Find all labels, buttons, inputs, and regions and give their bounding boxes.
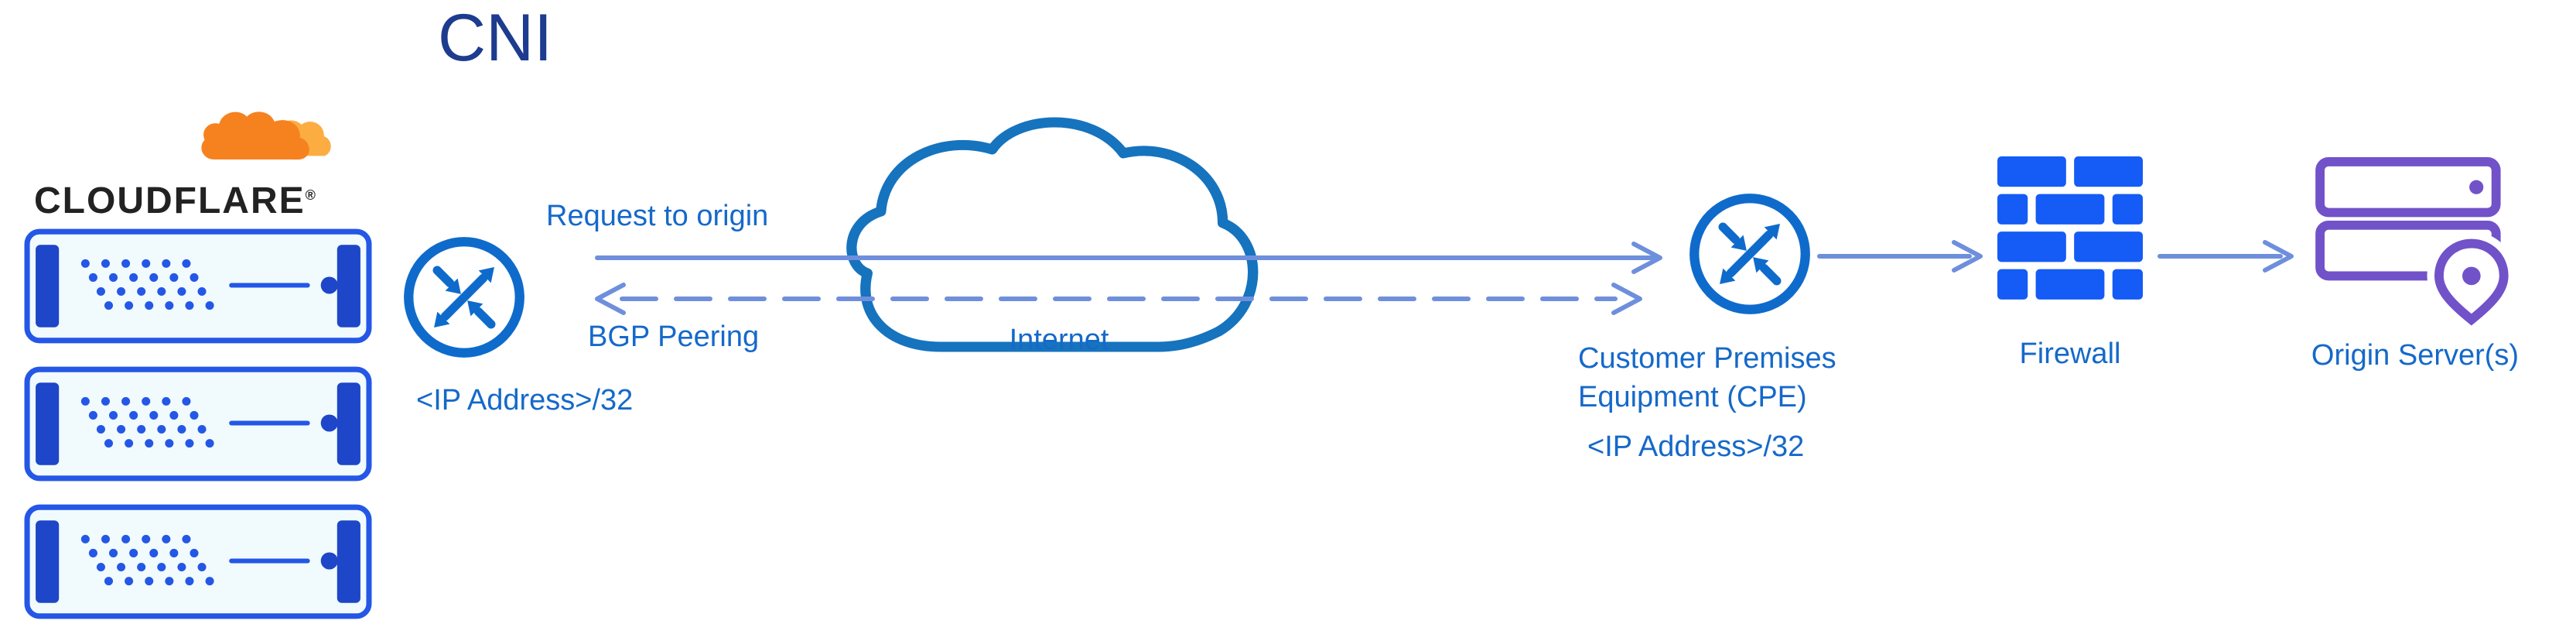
server-icon — [23, 228, 373, 345]
firewall-to-origin-arrow — [2157, 240, 2294, 273]
internet-label: Internet — [1009, 324, 1109, 356]
bgp-peering-label: BGP Peering — [588, 321, 760, 353]
cpe-label-line2: Equipment (CPE) — [1578, 381, 1807, 413]
cloudflare-wordmark: CLOUDFLARE® — [34, 180, 317, 222]
cloudflare-wordmark-text: CLOUDFLARE — [34, 180, 306, 221]
router-icon — [401, 234, 528, 361]
cpe-ip-label: <IP Address>/32 — [1587, 430, 1805, 463]
firewall-label: Firewall — [2019, 338, 2121, 370]
origin-server-label: Origin Server(s) — [2311, 339, 2520, 372]
cpe-label-line1: Customer Premises — [1578, 342, 1836, 375]
router-icon — [1686, 190, 1813, 317]
registered-mark: ® — [305, 187, 317, 203]
cloud-icon — [846, 117, 1259, 352]
firewall-icon — [1997, 156, 2143, 300]
server-icon — [23, 503, 373, 620]
request-to-origin-label: Request to origin — [546, 200, 769, 232]
edge-ip-label: <IP Address>/32 — [416, 384, 634, 417]
origin-server-icon — [2315, 157, 2516, 328]
cpe-label: Customer Premises Equipment (CPE) — [1578, 339, 1836, 417]
diagram-title: CNI — [438, 1, 553, 75]
cloudflare-logo-icon — [201, 111, 331, 160]
cpe-to-firewall-arrow — [1817, 240, 1983, 273]
server-icon — [23, 365, 373, 482]
